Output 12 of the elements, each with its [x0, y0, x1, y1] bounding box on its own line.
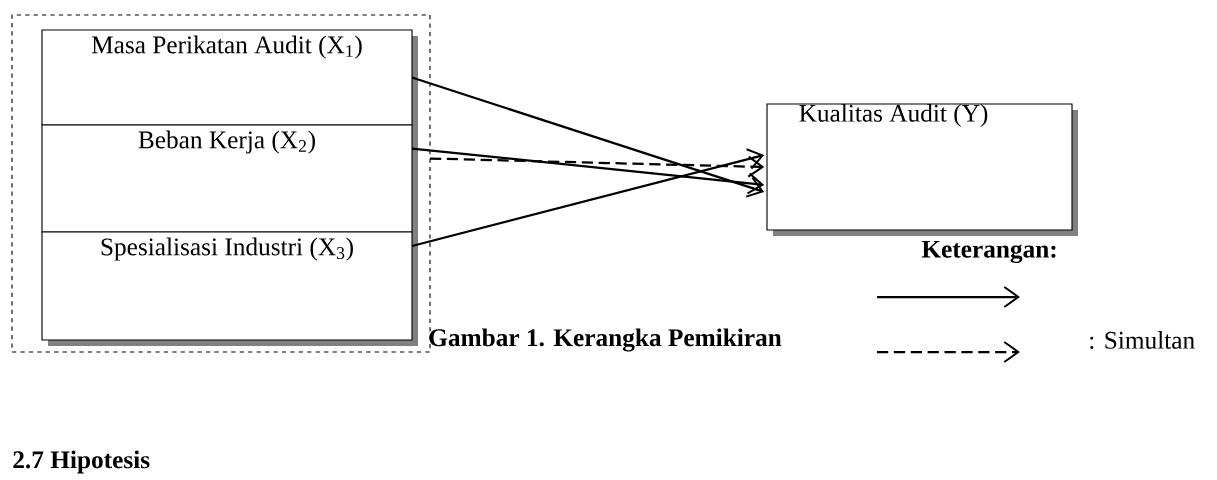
legend-text: : Simultan: [1090, 331, 1195, 349]
dashed-group-box: [11, 14, 431, 353]
label: 2.7 Hipotesis: [13, 450, 150, 474]
arrow: [411, 147, 765, 195]
variable-box: Spesialisasi Industri (X$_{3}$): [41, 231, 413, 341]
variable-box: Masa Perikatan Audit (X$_{1}$): [41, 29, 413, 126]
variable-box: Beban Kerja (X$_{2}$): [41, 124, 413, 233]
arrow: [411, 76, 765, 198]
variable-box: Kualitas Audit (Y): [766, 103, 1073, 231]
arrow: [430, 155, 765, 178]
caption: Gambar 1. Kerangka Pemikiran: [429, 328, 782, 352]
arrow: [411, 148, 765, 248]
